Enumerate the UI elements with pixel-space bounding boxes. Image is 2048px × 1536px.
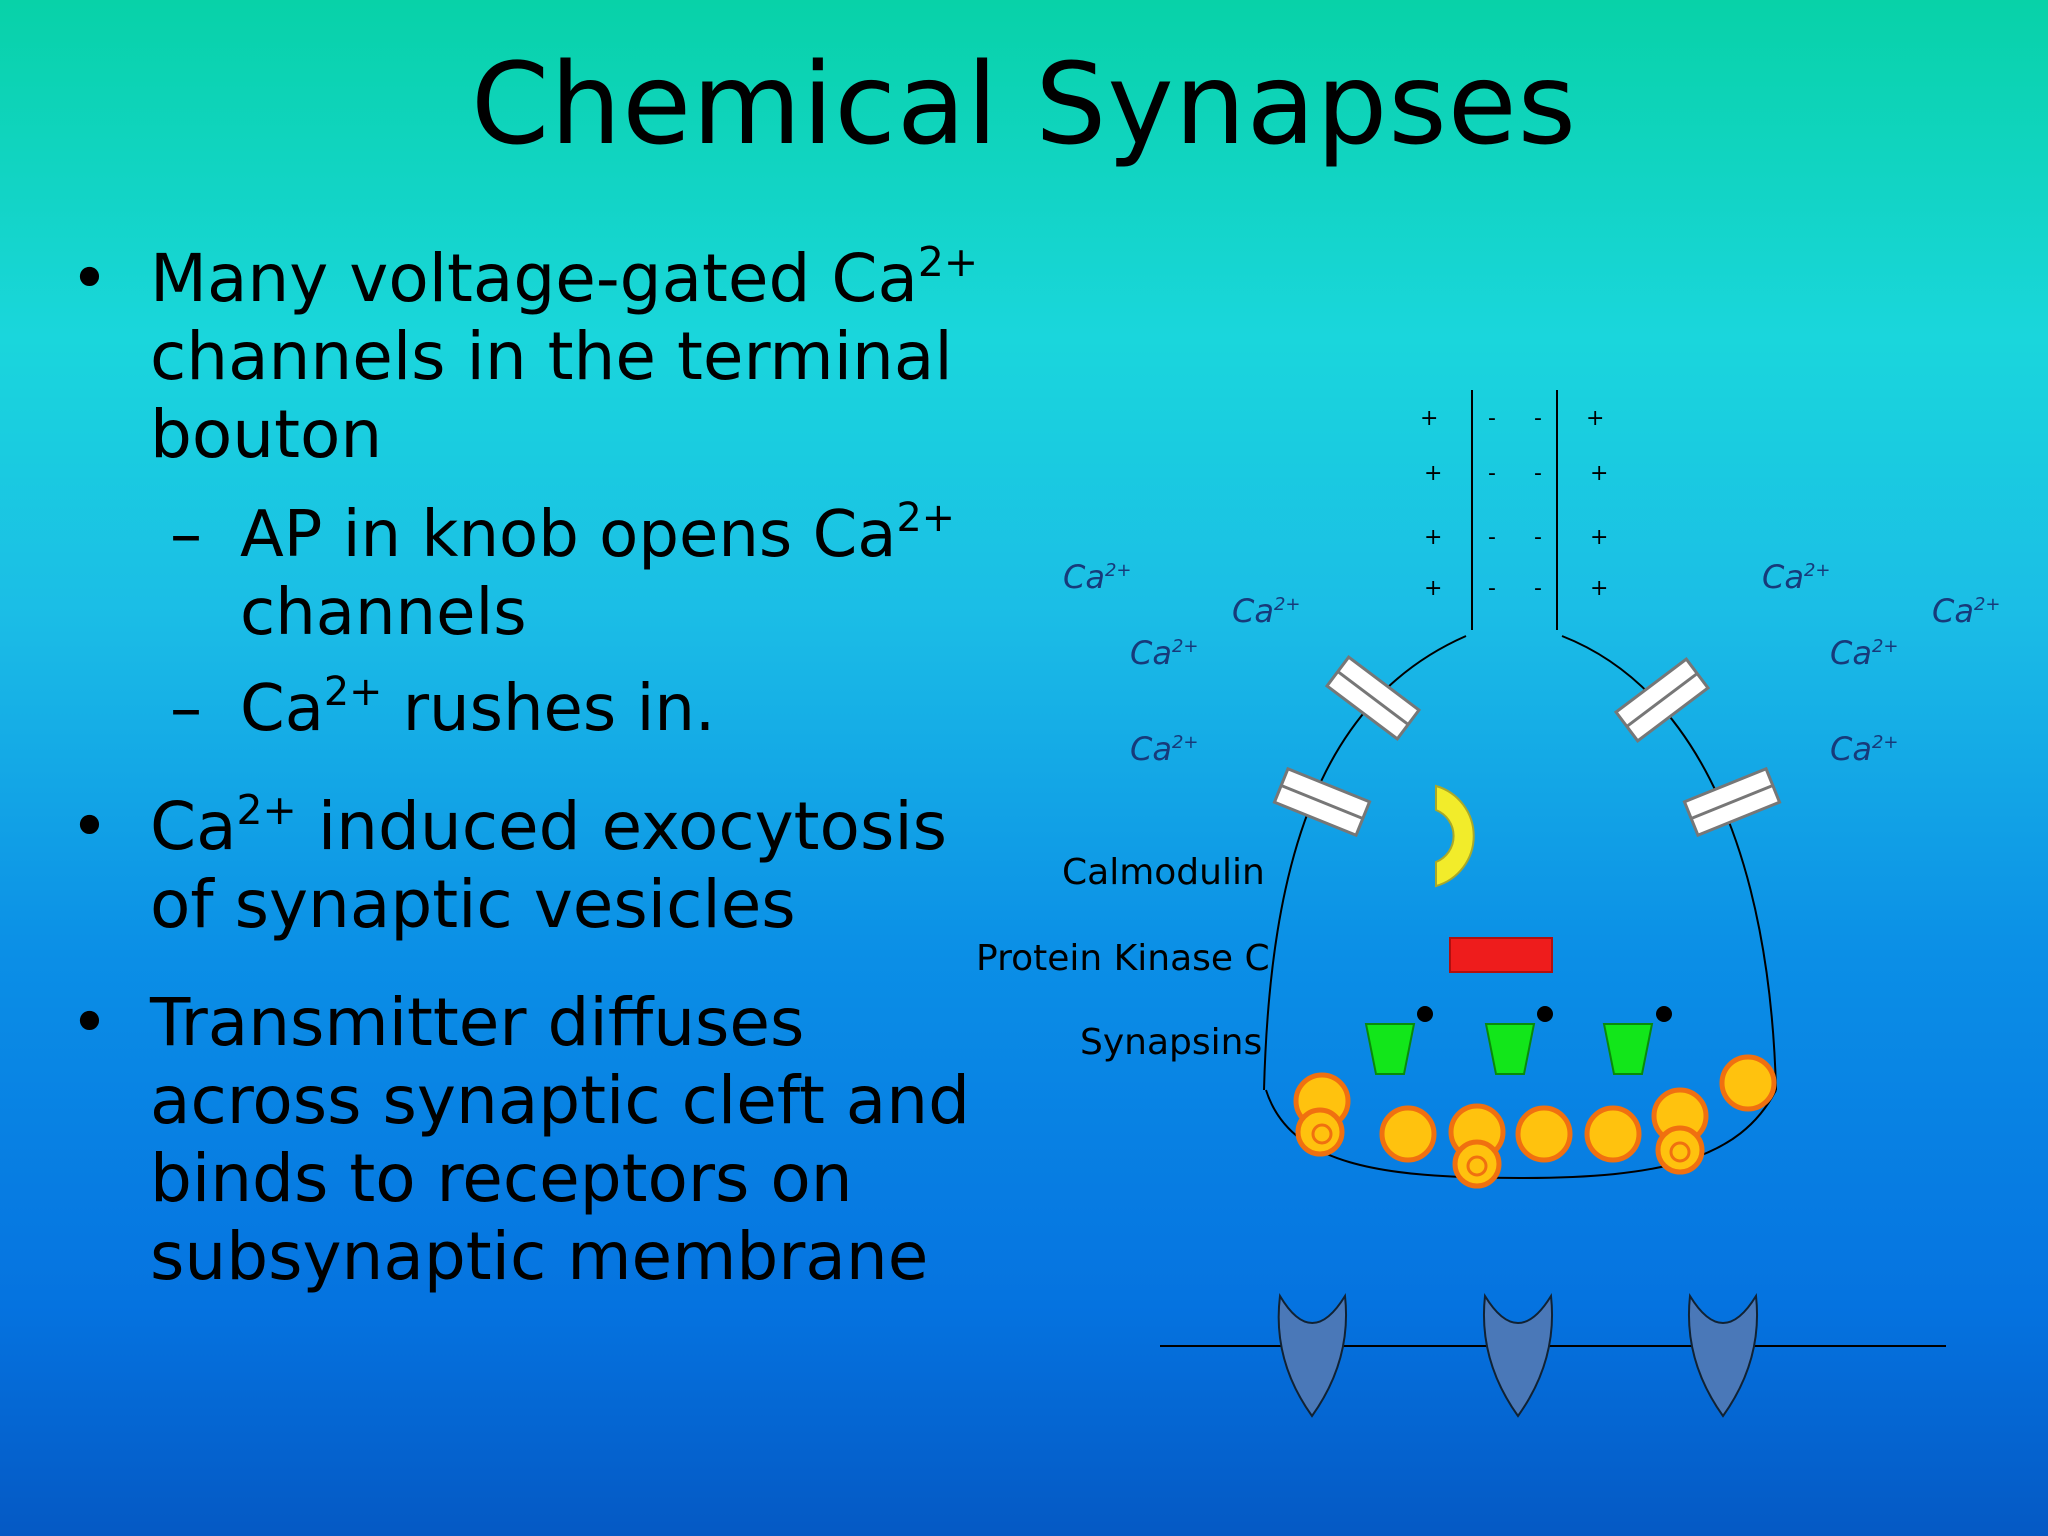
ca-channel — [1324, 655, 1422, 741]
phosphate-dot — [1537, 1006, 1553, 1022]
ca-channel — [1682, 766, 1782, 838]
minus-sign: - — [1534, 406, 1542, 431]
synapsin-shape — [1364, 1023, 1416, 1075]
calmodulin-label: Calmodulin — [1062, 852, 1265, 893]
synaptic-vesicle — [1452, 1139, 1502, 1189]
subbullet-ap-opens-channels: – AP in knob opens Ca2+ channels — [170, 495, 955, 650]
protein-kinase-shape — [1449, 937, 1553, 973]
synaptic-vesicle — [1584, 1105, 1642, 1163]
plus-sign: + — [1586, 406, 1604, 431]
synaptic-vesicle — [1295, 1107, 1345, 1157]
receptor — [1687, 1292, 1759, 1418]
bullet-marker: • — [70, 788, 109, 865]
receptor — [1482, 1292, 1554, 1418]
slide-title: Chemical Synapses — [471, 40, 1577, 170]
bullet-marker: • — [70, 984, 109, 1061]
plus-sign: + — [1590, 576, 1608, 601]
phosphate-dot — [1656, 1006, 1672, 1022]
synaptic-vesicle — [1719, 1054, 1777, 1112]
synapsins-group — [1364, 1006, 1672, 1075]
synaptic-vesicle — [1515, 1105, 1573, 1163]
synaptic-vesicle — [1379, 1105, 1437, 1163]
ca-ion-labels: Ca2+ Ca2+ Ca2+ Ca2+ Ca2+ Ca2+ Ca2+ Ca2+ — [1063, 558, 2001, 768]
phosphate-dot — [1417, 1006, 1433, 1022]
bullet-ca-channels: • Many voltage-gated Ca2+ channels in th… — [70, 237, 979, 473]
synapsin-shape — [1484, 1023, 1536, 1075]
ca-ion-label: Ca2+ — [1762, 558, 1831, 596]
plus-sign: + — [1424, 576, 1442, 601]
ca-channel — [1613, 657, 1711, 743]
subbullet-marker: – — [170, 498, 202, 572]
plus-sign: + — [1424, 461, 1442, 486]
minus-sign: - — [1534, 576, 1542, 601]
fusion-pore — [1311, 1123, 1333, 1145]
plus-sign: + — [1420, 406, 1438, 431]
fusion-pore — [1669, 1141, 1691, 1163]
plus-sign: + — [1590, 461, 1608, 486]
ca-ion-label: Ca2+ — [1830, 730, 1899, 768]
plus-sign: + — [1590, 525, 1608, 550]
synapsin-shape — [1602, 1023, 1654, 1075]
fusion-pore — [1466, 1155, 1488, 1177]
ca-ion-label: Ca2+ — [1130, 730, 1199, 768]
ca-ion-label: Ca2+ — [1130, 634, 1199, 672]
calmodulin-shape — [1435, 784, 1475, 888]
ca-ion-label: Ca2+ — [1932, 592, 2001, 630]
bullet-transmitter-diffuses: • Transmitter diffuses across synaptic c… — [70, 984, 970, 1295]
membrane-charges: + + + + - - - - - - - - + + + + — [1420, 406, 1608, 601]
synapsins-label: Synapsins — [1080, 1022, 1262, 1063]
bullet-list: • Many voltage-gated Ca2+ channels in th… — [60, 240, 980, 1296]
subbullet-marker: – — [170, 672, 202, 746]
synaptic-vesicle — [1655, 1125, 1705, 1175]
minus-sign: - — [1534, 525, 1542, 550]
vesicles-group — [1293, 1054, 1777, 1189]
bullet-marker: • — [70, 240, 109, 317]
minus-sign: - — [1488, 461, 1496, 486]
plus-sign: + — [1424, 525, 1442, 550]
minus-sign: - — [1488, 406, 1496, 431]
vesicle-fusion-marks — [1311, 1123, 1691, 1177]
subbullet-ca-rushes-in: – Ca2+ rushes in. — [170, 669, 716, 746]
protein-kinase-label: Protein Kinase C — [976, 938, 1270, 979]
ca-ion-label: Ca2+ — [1232, 592, 1301, 630]
ca-ion-label: Ca2+ — [1063, 558, 1132, 596]
ca-channel — [1272, 766, 1372, 838]
receptor — [1277, 1292, 1348, 1418]
bullet-exocytosis: • Ca2+ induced exocytosis of synaptic ve… — [70, 785, 948, 943]
minus-sign: - — [1488, 576, 1496, 601]
ca-ion-label: Ca2+ — [1830, 634, 1899, 672]
minus-sign: - — [1534, 461, 1542, 486]
minus-sign: - — [1488, 525, 1496, 550]
